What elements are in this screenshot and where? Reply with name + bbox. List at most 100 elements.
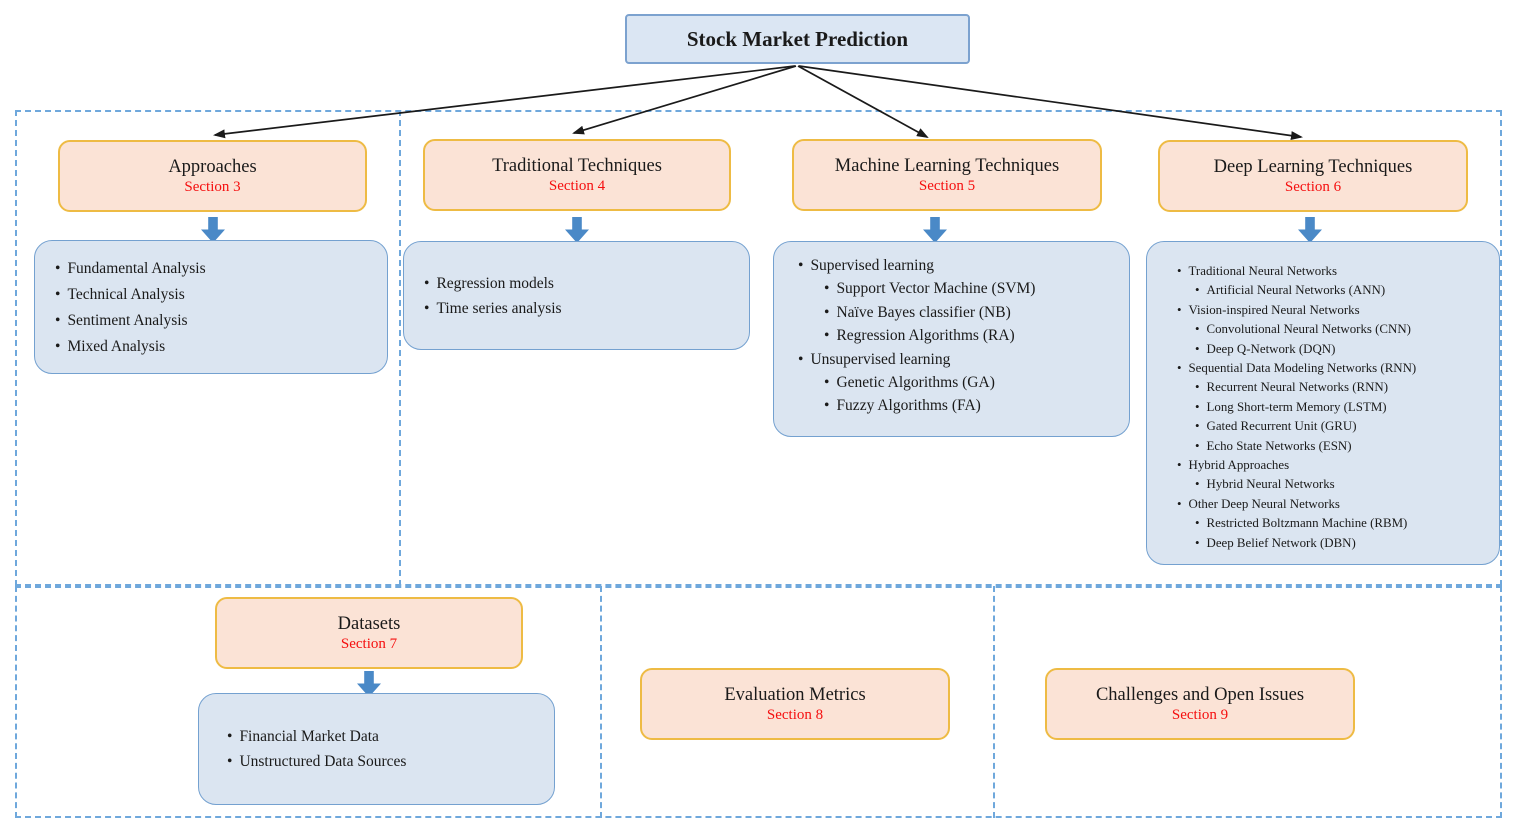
list-item-label: Recurrent Neural Networks (RNN) <box>1206 380 1388 395</box>
list-item-label: Hybrid Approaches <box>1188 458 1290 473</box>
list-item: • Regression models <box>424 271 743 296</box>
list-item: •Other Deep Neural Networks <box>1177 495 1497 514</box>
section-ref: Section 7 <box>340 636 398 652</box>
node-approaches: Approaches Section 3 <box>58 140 367 212</box>
node-deep-learning-techniques: Deep Learning Techniques Section 6 <box>1158 140 1468 212</box>
list-item-label: Support Vector Machine (SVM) <box>836 280 1036 298</box>
list-item-label: Supervised learning <box>810 257 934 274</box>
bullet-icon: • <box>824 327 830 345</box>
list-item: •Deep Q-Network (DQN) <box>1177 340 1497 359</box>
list-item-label: Convolutional Neural Networks (CNN) <box>1206 322 1411 337</box>
list-item: • Support Vector Machine (SVM) <box>798 277 1125 300</box>
list-item: • Naïve Bayes classifier (NB) <box>798 301 1125 324</box>
page-title: Stock Market Prediction <box>686 26 909 51</box>
node-label: Challenges and Open Issues <box>1095 685 1305 705</box>
bottom-dashed-region <box>15 586 1502 818</box>
list-item-label: Vision-inspired Neural Networks <box>1188 302 1360 317</box>
list-item: •Sentiment Analysis <box>55 308 381 334</box>
list-item-label: Regression models <box>436 274 554 292</box>
list-item: • Fundamental Analysis <box>55 256 381 282</box>
list-item-label: Unsupervised learning <box>810 350 951 368</box>
bullet-icon: • <box>798 350 804 368</box>
list-item-label: Regression Algorithms (RA) <box>836 327 1015 345</box>
bullet-icon: • <box>1195 438 1200 453</box>
list-item-label: Naïve Bayes classifier (NB) <box>836 303 1011 321</box>
bullet-icon: • <box>1195 283 1200 298</box>
section-ref: Section 9 <box>1171 707 1229 723</box>
list-item-label: Mixed Analysis <box>67 338 166 355</box>
list-item: •Artificial Neural Networks (ANN) <box>1177 281 1497 300</box>
list-item: • Hybrid Approaches <box>1177 456 1497 475</box>
bullet-icon: • <box>1195 516 1200 531</box>
list-item: •Fuzzy Algorithms (FA) <box>798 394 1125 417</box>
list-item: • Recurrent Neural Networks (RNN) <box>1177 378 1497 397</box>
list-item: • Long Short-term Memory (LSTM) <box>1177 398 1497 417</box>
list-item: • Deep Belief Network (DBN) <box>1177 534 1497 553</box>
node-label: Evaluation Metrics <box>724 685 866 705</box>
list-item-label: Deep Q-Network (DQN) <box>1206 341 1336 356</box>
list-item: • Mixed Analysis <box>55 334 381 360</box>
bottom-region-divider-1 <box>600 586 602 818</box>
list-item-label: Fundamental Analysis <box>67 260 206 277</box>
bullet-icon: • <box>824 303 830 321</box>
node-label: Datasets <box>337 614 401 634</box>
bullet-icon: • <box>1195 477 1200 492</box>
bullet-icon: • <box>424 274 430 292</box>
node-machine-learning-techniques: Machine Learning Techniques Section 5 <box>792 139 1102 211</box>
node-label: Traditional Techniques <box>492 156 662 176</box>
bullet-icon: • <box>227 728 233 745</box>
list-item: • Traditional Neural Networks <box>1177 262 1497 281</box>
bullet-icon: • <box>1195 535 1200 550</box>
bullet-icon: • <box>1195 380 1200 395</box>
list-item-label: Deep Belief Network (DBN) <box>1206 535 1356 550</box>
list-item-label: Sequential Data Modeling Networks (RNN) <box>1188 361 1417 376</box>
node-label: Deep Learning Techniques <box>1213 157 1413 177</box>
list-item-label: Long Short-term Memory (LSTM) <box>1206 399 1387 414</box>
bullet-icon: • <box>55 338 61 355</box>
bullet-icon: • <box>824 280 830 298</box>
section-ref: Section 5 <box>918 178 976 194</box>
list-item: • Unsupervised learning <box>798 348 1125 371</box>
content-approaches: • Fundamental Analysis • Technical Analysis… <box>34 240 388 374</box>
list-item: • Restricted Boltzmann Machine (RBM) <box>1177 514 1497 533</box>
bullet-icon: • <box>1195 399 1200 414</box>
list-item-label: Hybrid Neural Networks <box>1206 477 1335 492</box>
list-item-label: Gated Recurrent Unit (GRU) <box>1206 419 1357 434</box>
node-label: Approaches <box>168 157 257 177</box>
bullet-icon: • <box>55 312 61 329</box>
list-item: •Genetic Algorithms (GA) <box>798 371 1125 394</box>
list-item-label: Echo State Networks (ESN) <box>1206 438 1352 453</box>
node-challenges-open-issues: Challenges and Open Issues Section 9 <box>1045 668 1355 740</box>
section-ref: Section 4 <box>548 178 606 194</box>
list-item-label: Technical Analysis <box>67 286 185 303</box>
list-item-label: Time series analysis <box>436 299 562 317</box>
bullet-icon: • <box>424 299 430 317</box>
content-machine-learning: • Supervised learning • Support Vector Mach… <box>773 241 1130 437</box>
bullet-icon: • <box>227 753 233 770</box>
content-traditional-techniques: • Regression models • Time series analysis <box>403 241 750 350</box>
node-evaluation-metrics: Evaluation Metrics Section 8 <box>640 668 950 740</box>
bullet-icon: • <box>1177 264 1182 278</box>
node-traditional-techniques: Traditional Techniques Section 4 <box>423 139 731 211</box>
bullet-icon: • <box>55 286 61 303</box>
list-item: • Technical Analysis <box>55 282 381 308</box>
section-ref: Section 8 <box>766 707 824 723</box>
list-item-label: Financial Market Data <box>239 728 379 745</box>
list-item: • Echo State Networks (ESN) <box>1177 437 1497 456</box>
list-item: • Regression Algorithms (RA) <box>798 324 1125 347</box>
bullet-icon: • <box>798 257 804 274</box>
bullet-icon: • <box>1177 458 1182 473</box>
content-datasets: •Financial Market Data•Unstructured Data… <box>198 693 555 805</box>
list-item: •Vision-inspired Neural Networks <box>1177 301 1497 320</box>
list-item: •Sequential Data Modeling Networks (RNN) <box>1177 359 1497 378</box>
bullet-icon: • <box>55 260 61 277</box>
bullet-icon: • <box>1195 322 1200 337</box>
bottom-region-divider-2 <box>993 586 995 818</box>
top-region-divider <box>399 110 401 586</box>
list-item-label: Traditional Neural Networks <box>1188 264 1337 278</box>
bullet-icon: • <box>824 397 830 415</box>
bullet-icon: • <box>1195 419 1200 434</box>
content-deep-learning: • Traditional Neural Networks •Artificial … <box>1146 241 1500 565</box>
list-item-label: Restricted Boltzmann Machine (RBM) <box>1206 516 1408 531</box>
